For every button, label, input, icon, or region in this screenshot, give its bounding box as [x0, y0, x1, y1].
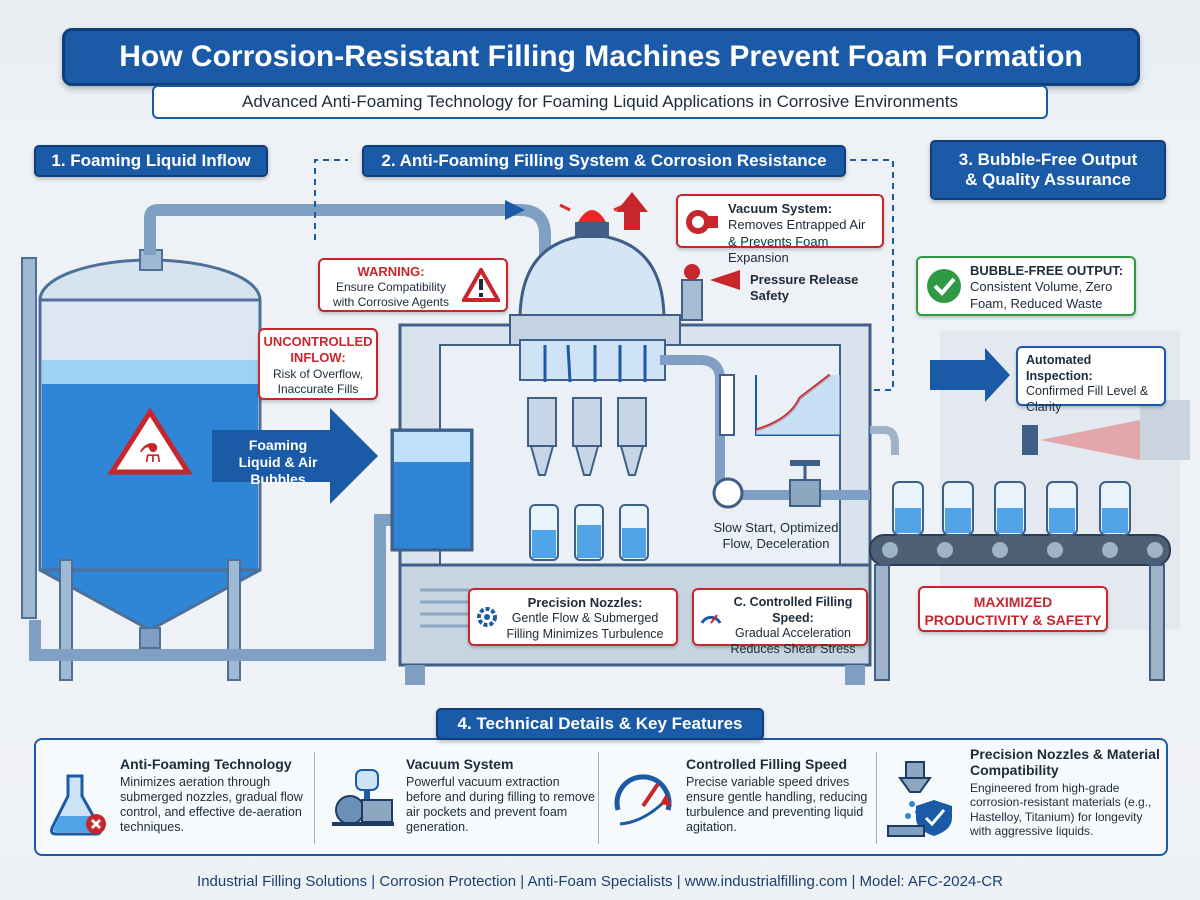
uncontrolled-title-2: INFLOW: — [290, 350, 346, 366]
bubble-free-title: BUBBLE-FREE OUTPUT: — [970, 263, 1124, 278]
feature-divider — [598, 752, 599, 844]
feature-vacuum: Vacuum System Powerful vacuum extraction… — [322, 750, 604, 850]
pressure-release-label: Pressure Release Safety — [750, 272, 859, 304]
feature-anti-foaming: Anti-Foaming Technology Minimizes aerati… — [44, 750, 314, 850]
section-label-output: 3. Bubble-Free Output & Quality Assuranc… — [930, 140, 1166, 200]
section-label-output-line1: 3. Bubble-Free Output — [958, 149, 1138, 169]
footer: Industrial Filling Solutions | Corrosion… — [197, 872, 1003, 890]
section-label-system: 2. Anti-Foaming Filling System & Corrosi… — [362, 145, 846, 177]
foaming-liquid-arrow-label: Foaming Liquid & Air Bubbles — [238, 437, 318, 487]
section-label-inflow: 1. Foaming Liquid Inflow — [34, 145, 268, 177]
feature-vacuum-desc: Powerful vacuum extraction before and du… — [406, 775, 596, 834]
feature-speed: Controlled Filling Speed Precise variabl… — [606, 750, 876, 850]
nozzles-title: Precision Nozzles: — [527, 595, 643, 610]
page-title: How Corrosion-Resistant Filling Machines… — [62, 28, 1140, 86]
uncontrolled-text: Risk of Overflow, Inaccurate Fills — [272, 366, 364, 396]
precision-nozzles-callout: Precision Nozzles: Gentle Flow & Submerg… — [468, 588, 678, 646]
bubble-free-callout: BUBBLE-FREE OUTPUT: Consistent Volume, Z… — [916, 256, 1136, 316]
svg-text:⚗: ⚗ — [138, 439, 161, 469]
uncontrolled-inflow-callout: UNCONTROLLED INFLOW: Risk of Overflow, I… — [258, 328, 378, 400]
feature-divider — [314, 752, 315, 844]
feature-vacuum-title: Vacuum System — [406, 756, 514, 772]
feature-anti-foaming-desc: Minimizes aeration through submerged noz… — [120, 775, 303, 834]
conveyor — [869, 420, 1171, 681]
vacuum-pump-icon — [332, 769, 394, 826]
flow-profile-label: Slow Start, Optimized Flow, Deceleration — [713, 520, 839, 552]
warning-title: WARNING: — [357, 264, 425, 279]
vacuum-pump-icon — [686, 210, 718, 234]
inspection-title: Automated Inspection: — [1026, 353, 1093, 383]
feature-divider — [876, 752, 877, 844]
pipes — [29, 204, 551, 661]
feature-speed-title: Controlled Filling Speed — [686, 756, 847, 772]
feature-speed-desc: Precise variable speed drives ensure gen… — [686, 775, 868, 834]
warning-icon — [462, 268, 500, 302]
section-label-details: 4. Technical Details & Key Features — [436, 708, 764, 740]
speedometer-icon — [614, 774, 672, 826]
uncontrolled-title-1: UNCONTROLLED — [263, 334, 373, 349]
check-icon — [927, 269, 961, 303]
feature-nozzles: Precision Nozzles & Material Compatibili… — [884, 746, 1164, 850]
flask-icon — [50, 774, 106, 836]
inspection-text: Confirmed Fill Level & Clarity — [1026, 384, 1149, 414]
page-subtitle: Advanced Anti-Foaming Technology for Foa… — [152, 85, 1048, 119]
speed-text: Gradual Acceleration Reduces Shear Stres… — [730, 626, 856, 656]
nozzles-text: Gentle Flow & Submerged Filling Minimize… — [506, 611, 664, 641]
feature-nozzles-title: Precision Nozzles & Material Compatibili… — [970, 746, 1160, 778]
vacuum-text: Removes Entrapped Air & Prevents Foam Ex… — [728, 217, 866, 265]
warning-text: Ensure Compatibility with Corrosive Agen… — [332, 280, 450, 310]
speed-title: C. Controlled Filling Speed: — [733, 595, 853, 625]
warning-callout: WARNING: Ensure Compatibility with Corro… — [318, 258, 508, 312]
inspection-callout: Automated Inspection: Confirmed Fill Lev… — [1016, 346, 1166, 414]
speedometer-icon — [700, 614, 722, 624]
feature-nozzles-desc: Engineered from high-grade corrosion-res… — [970, 781, 1152, 839]
bubble-free-text: Consistent Volume, Zero Foam, Reduced Wa… — [970, 279, 1113, 311]
nozzle-shield-icon — [887, 761, 952, 837]
feature-anti-foaming-title: Anti-Foaming Technology — [120, 756, 292, 772]
gear-icon — [477, 607, 497, 627]
controlled-speed-callout: C. Controlled Filling Speed: Gradual Acc… — [692, 588, 868, 656]
vacuum-title: Vacuum System: — [728, 201, 833, 216]
productivity-callout: MAXIMIZED PRODUCTIVITY & SAFETY — [918, 586, 1108, 632]
section-label-output-line2: & Quality Assurance — [965, 170, 1131, 189]
vacuum-callout: Vacuum System: Removes Entrapped Air & P… — [676, 194, 884, 265]
